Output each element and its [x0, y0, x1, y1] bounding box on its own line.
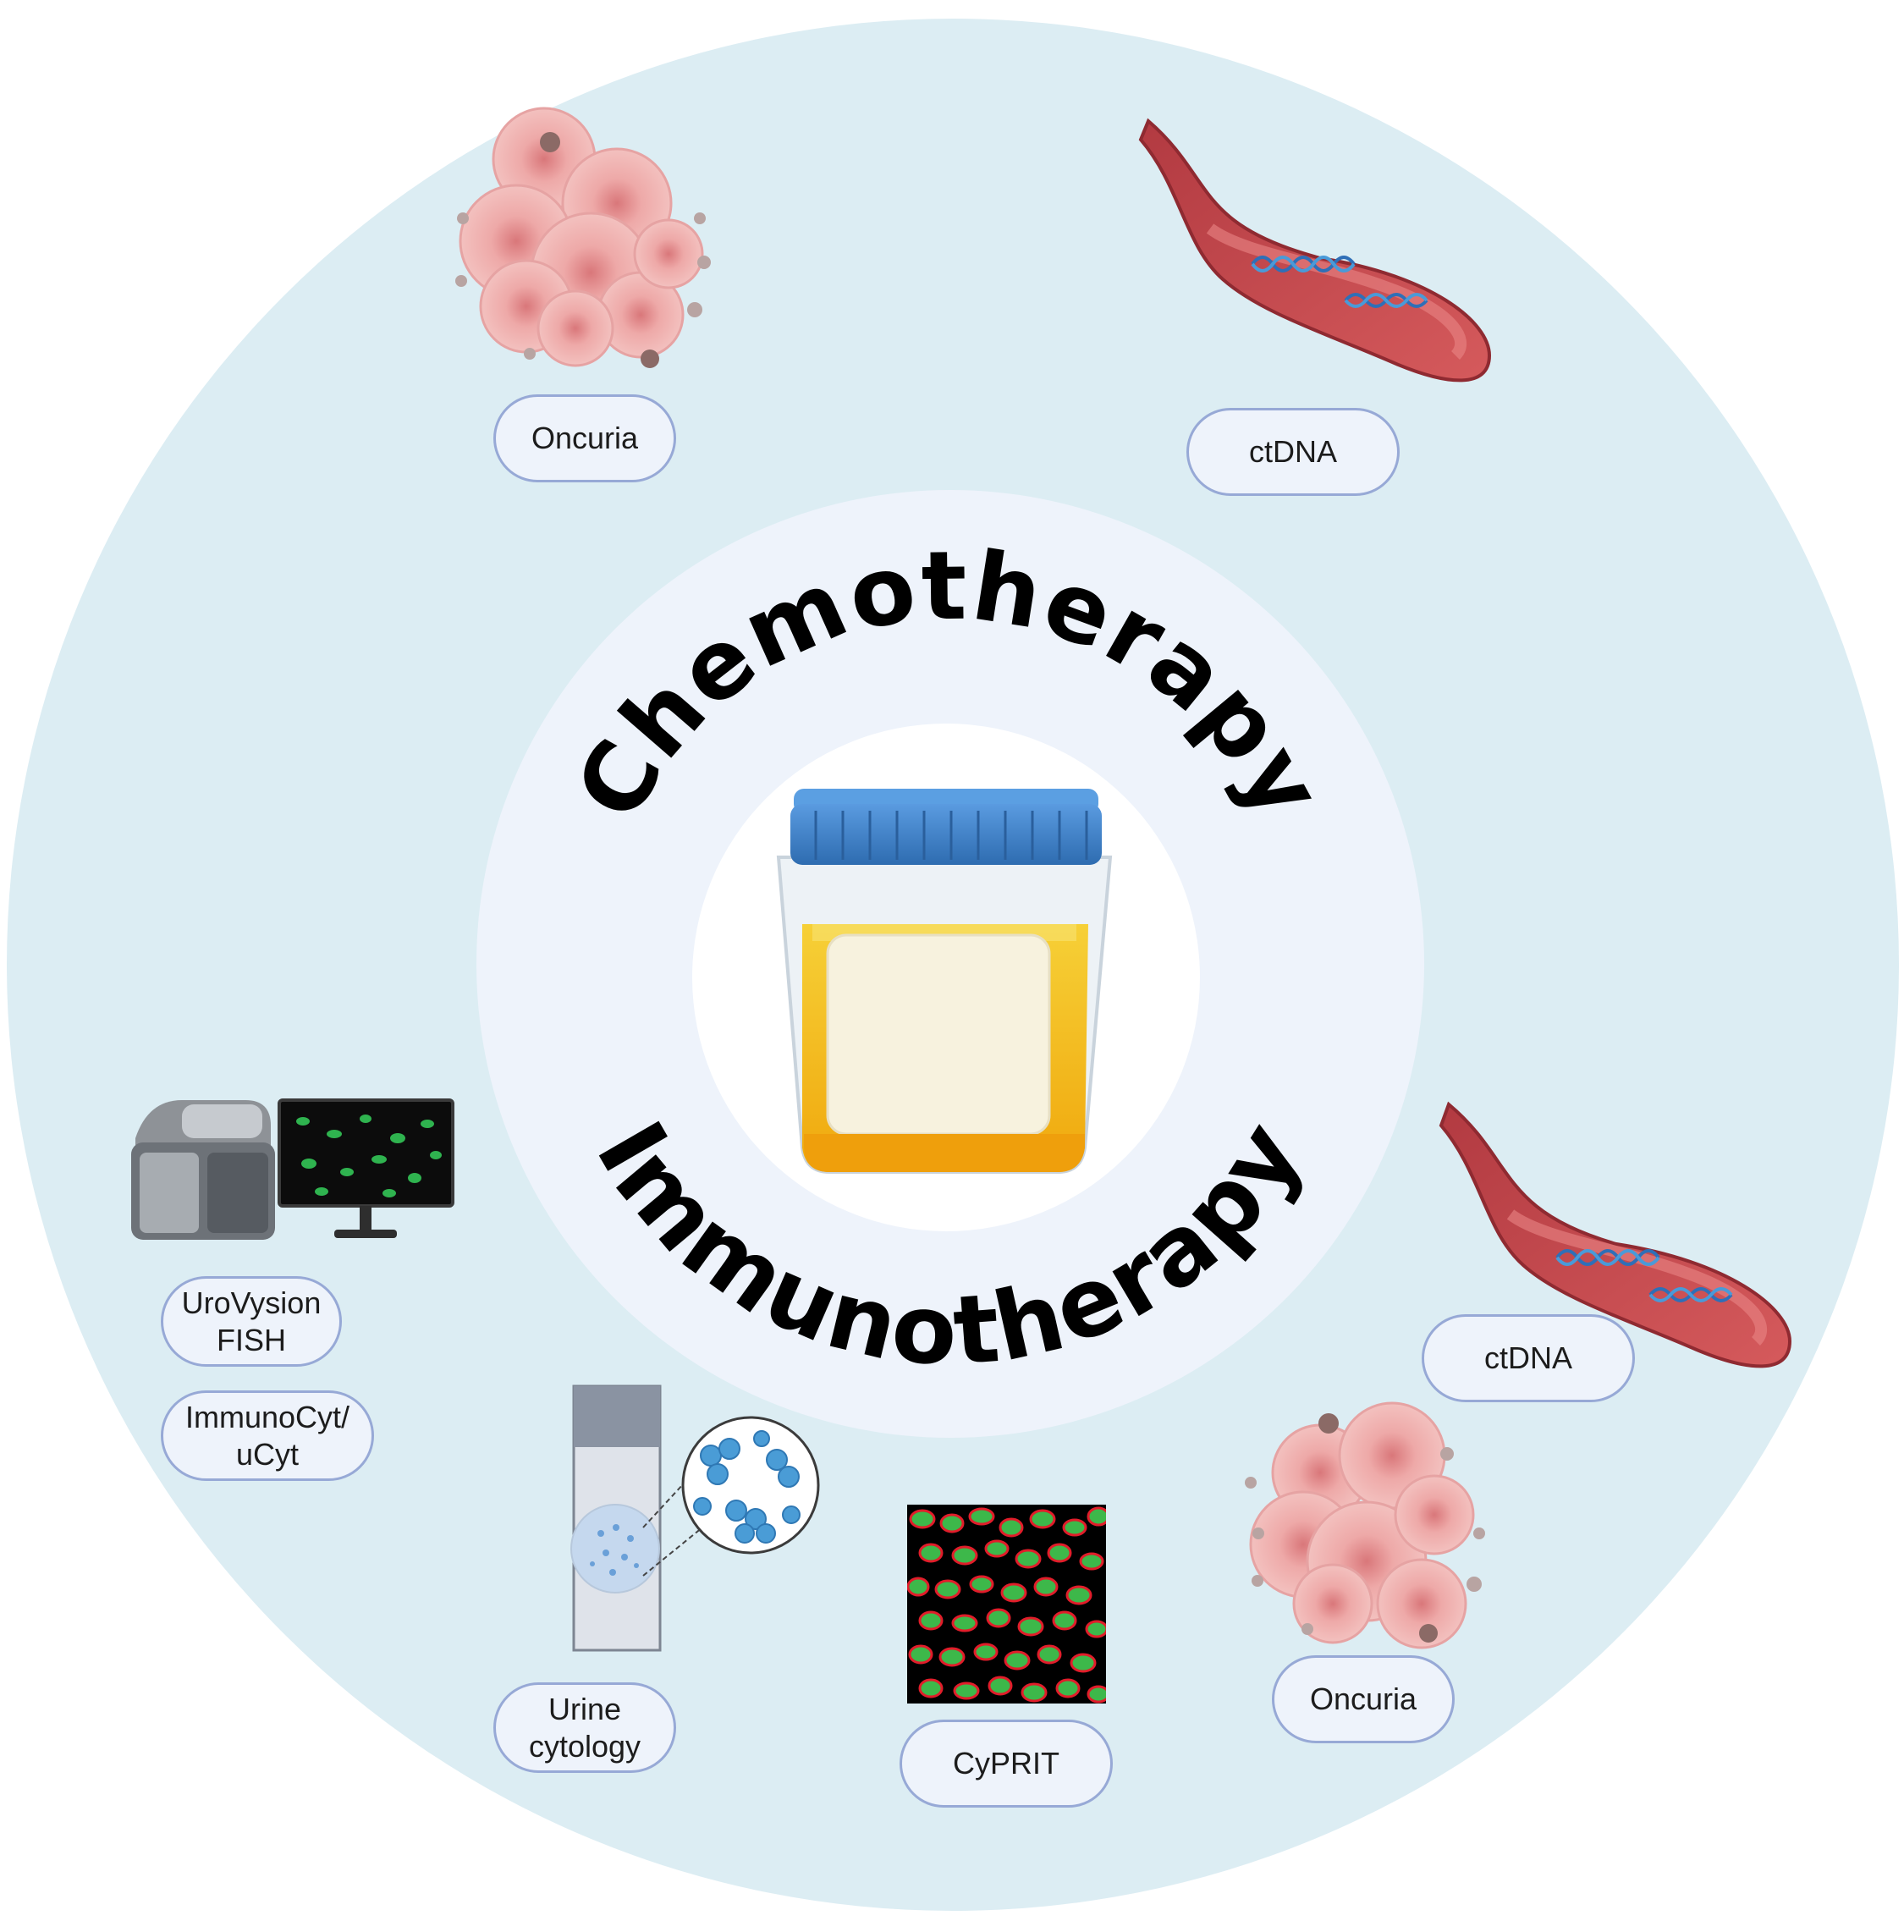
oncuria-bottom-label: Oncuria: [1272, 1655, 1455, 1743]
tumor-cell-cluster-icon: [1245, 1401, 1485, 1649]
urine-cytology-label: Urine cytology: [493, 1682, 676, 1773]
oncuria-top-text: Oncuria: [531, 421, 639, 455]
urovysion-fish-label: UroVysion FISH: [161, 1276, 342, 1367]
urine-cytology-line-2: cytology: [528, 1728, 641, 1764]
ctdna-top-label: ctDNA: [1186, 408, 1400, 496]
fluorescence-scanner-icon: [131, 1100, 275, 1240]
ctdna-right-text: ctDNA: [1483, 1340, 1572, 1375]
urine-sample-cup-icon: [776, 789, 1113, 1174]
blood-vessel-ctdna-icon: [1439, 1101, 1792, 1368]
immunocyt-line-2: uCyt: [235, 1436, 300, 1472]
cyprit-text: CyPRIT: [953, 1746, 1059, 1781]
oncuria-bottom-text: Oncuria: [1309, 1682, 1417, 1716]
tumor-cell-cluster-icon: [455, 107, 711, 368]
fluorescence-tissue-icon: [907, 1505, 1106, 1704]
blood-vessel-ctdna-icon: [1138, 118, 1492, 383]
urine-cytology-line-1: Urine: [548, 1691, 622, 1726]
cyprit-label: CyPRIT: [900, 1720, 1113, 1808]
urovysion-line-1: UroVysion: [181, 1285, 322, 1320]
ctdna-top-text: ctDNA: [1248, 434, 1337, 469]
immunocyt-ucyt-label: ImmunoCyt/ uCyt: [161, 1390, 374, 1481]
urovysion-line-2: FISH: [216, 1322, 286, 1357]
ctdna-right-label: ctDNA: [1422, 1314, 1635, 1402]
fluorescence-monitor-icon: [278, 1098, 454, 1238]
immunocyt-line-1: ImmunoCyt/: [184, 1399, 350, 1434]
oncuria-top-label: Oncuria: [493, 394, 676, 482]
cytology-slide-icon: [570, 1384, 820, 1652]
